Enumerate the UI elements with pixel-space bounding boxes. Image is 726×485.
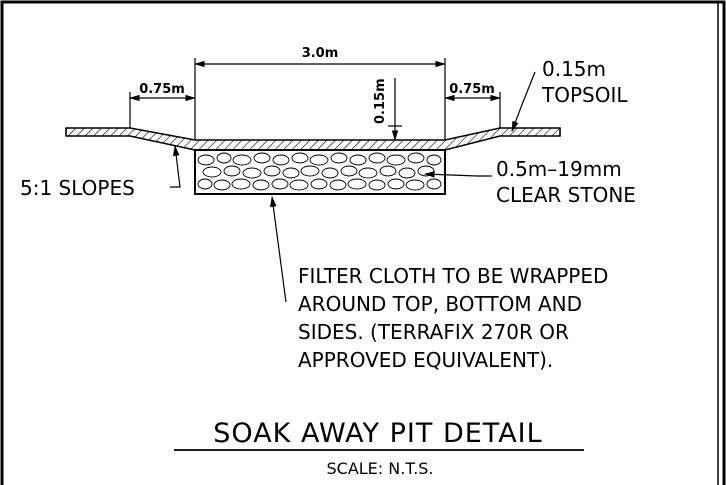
callout-filter-line4: APPROVED EQUIVALENT). [298,348,553,372]
leader-clear-stone [423,171,492,178]
drawing-title: SOAK AWAY PIT DETAIL [213,418,542,449]
dim-right-shoulder-text: 0.75m [449,82,495,97]
topsoil-layer [65,127,561,151]
leader-topsoil [511,71,536,133]
callout-filter-line3: SIDES. (TERRAFIX 270R OR [298,320,569,344]
dim-topsoil-vertical-text: 0.15m [373,78,388,124]
leader-slopes [170,144,181,188]
leader-filter-cloth [270,195,287,303]
clear-stone-pattern [197,152,442,191]
callout-topsoil-label: TOPSOIL [541,83,628,107]
callout-filter-line2: AROUND TOP, BOTTOM AND [298,292,582,316]
callout-stone-label: CLEAR STONE [496,183,636,207]
callout-stone-size: 0.5m–19mm [496,157,622,181]
dim-pit-width-text: 3.0m [302,46,339,61]
dim-left-shoulder-text: 0.75m [139,82,185,97]
callout-topsoil-depth: 0.15m [542,57,606,81]
callout-slopes: 5:1 SLOPES [20,176,135,200]
drawing-scale: SCALE: N.T.S. [326,459,433,478]
callout-filter-line1: FILTER CLOTH TO BE WRAPPED [298,264,608,288]
